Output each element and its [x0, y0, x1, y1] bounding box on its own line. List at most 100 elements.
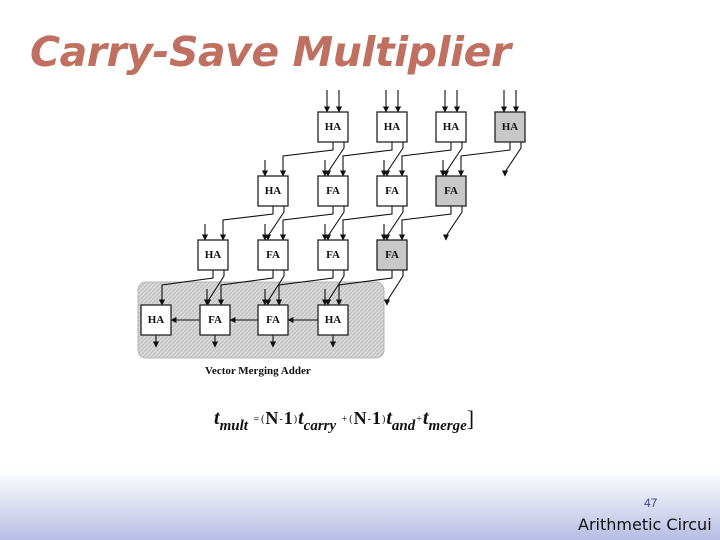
adder-cell-1-3: FA — [435, 175, 467, 207]
formula-plus-1: + — [341, 414, 348, 425]
sum-wire-0-2 — [398, 142, 452, 177]
sum-wire-0-1 — [339, 142, 393, 177]
carry-wire-1-2 — [383, 206, 404, 241]
adder-box — [376, 111, 408, 143]
sum-wire-1-3 — [398, 206, 452, 241]
adder-cell-1-2: FA — [376, 175, 408, 207]
sum-wire-2-1 — [217, 270, 274, 306]
adder-box — [257, 175, 289, 207]
delay-formula: tmult =(N-1)tcarry +(N-1)tand+tmerge] — [214, 404, 534, 438]
adder-cell-2-0: HA — [197, 239, 229, 271]
adder-box — [317, 111, 349, 143]
adder-cell-1-1: FA — [317, 175, 349, 207]
adder-label: FA — [326, 249, 340, 261]
formula-equals: = — [253, 414, 260, 425]
adder-cell-2-3: FA — [376, 239, 408, 271]
adder-cell-1-0: HA — [257, 175, 289, 207]
sum-wire-2-3 — [335, 270, 393, 306]
carry-wire-2-3 — [383, 270, 404, 306]
carry-wire-1-3 — [442, 206, 463, 241]
formula-one-1: 1 — [283, 408, 293, 428]
adder-cell-0-2: HA — [435, 111, 467, 143]
adder-label: FA — [266, 249, 280, 261]
carry-save-multiplier-diagram: HA HA HA HA HA FA FA FA HA FA FA FA HA FA FA HA Vector … — [137, 90, 526, 377]
adder-box — [435, 111, 467, 143]
formula-rparen-1: ) — [293, 414, 298, 425]
adder-box — [257, 239, 289, 271]
adder-box — [376, 239, 408, 271]
adder-label: HA — [205, 249, 222, 261]
adder-label: HA — [384, 121, 401, 133]
formula-t-mult: t — [214, 407, 220, 429]
page-number: 47 — [644, 496, 658, 510]
adder-label: HA — [325, 314, 342, 326]
formula-n-1: N — [265, 408, 279, 428]
adder-cell-3-2: FA — [257, 304, 289, 336]
formula-sub-merge: merge — [428, 418, 467, 434]
carry-wire-0-2 — [442, 142, 463, 177]
wire-layer — [152, 90, 522, 348]
formula-t-and: t — [386, 407, 392, 429]
adder-cell-3-3: HA — [317, 304, 349, 336]
adder-box — [317, 239, 349, 271]
adder-box — [197, 239, 229, 271]
formula-lparen-2: ( — [349, 414, 353, 425]
adder-label: FA — [385, 249, 399, 261]
carry-wire-0-0 — [324, 142, 345, 177]
adder-label: HA — [325, 121, 342, 133]
formula-n-2: N — [353, 408, 367, 428]
formula-lparen-1: ( — [261, 414, 265, 425]
adder-label: FA — [266, 314, 280, 326]
adder-box — [494, 111, 526, 143]
sum-wire-1-2 — [339, 206, 393, 241]
carry-wire-2-2 — [324, 270, 345, 306]
merge-caption: Vector Merging Adder — [205, 365, 311, 377]
adder-cell-2-2: FA — [317, 239, 349, 271]
formula-bracket: ] — [466, 406, 475, 431]
formula-one-2: 1 — [371, 408, 381, 428]
cell-layer: HA HA HA HA HA FA FA FA HA FA FA FA HA FA FA HA — [140, 111, 526, 336]
sum-wire-0-0 — [279, 142, 334, 177]
adder-label: HA — [443, 121, 460, 133]
sum-wire-1-0 — [219, 206, 274, 241]
carry-wire-2-0 — [204, 270, 225, 306]
adder-label: FA — [385, 185, 399, 197]
formula-t-carry: t — [298, 407, 304, 429]
adder-label: FA — [326, 185, 340, 197]
sum-wire-0-3 — [457, 142, 511, 177]
sum-wire-2-2 — [275, 270, 334, 306]
formula-sub-mult: mult — [219, 418, 248, 434]
carry-wire-1-1 — [324, 206, 345, 241]
adder-box — [199, 304, 231, 336]
adder-label: FA — [208, 314, 222, 326]
adder-box — [257, 304, 289, 336]
formula-sub-carry: carry — [303, 418, 337, 434]
adder-cell-3-0: HA — [140, 304, 172, 336]
adder-box — [317, 304, 349, 336]
carry-wire-0-3 — [501, 142, 522, 177]
adder-label: FA — [444, 185, 458, 197]
sum-wire-2-0 — [158, 270, 214, 306]
adder-box — [140, 304, 172, 336]
adder-box — [317, 175, 349, 207]
adder-label: HA — [265, 185, 282, 197]
carry-wire-2-1 — [264, 270, 285, 306]
adder-cell-2-1: FA — [257, 239, 289, 271]
adder-cell-0-1: HA — [376, 111, 408, 143]
footer-label: Arithmetic Circui — [578, 515, 712, 534]
adder-label: HA — [502, 121, 519, 133]
adder-cell-3-1: FA — [199, 304, 231, 336]
formula-plus-2: + — [416, 414, 422, 425]
slide-title: Carry-Save Multiplier — [30, 28, 511, 76]
formula-minus-1: - — [279, 414, 283, 425]
carry-wire-1-0 — [264, 206, 285, 241]
adder-label: HA — [148, 314, 165, 326]
formula-t-merge: t — [422, 407, 429, 429]
sum-wire-1-1 — [279, 206, 334, 241]
formula-rparen-2: ) — [381, 414, 386, 425]
formula-minus-2: - — [367, 414, 371, 425]
footer-band — [0, 470, 720, 540]
adder-cell-0-0: HA — [317, 111, 349, 143]
adder-box — [376, 175, 408, 207]
adder-box — [435, 175, 467, 207]
